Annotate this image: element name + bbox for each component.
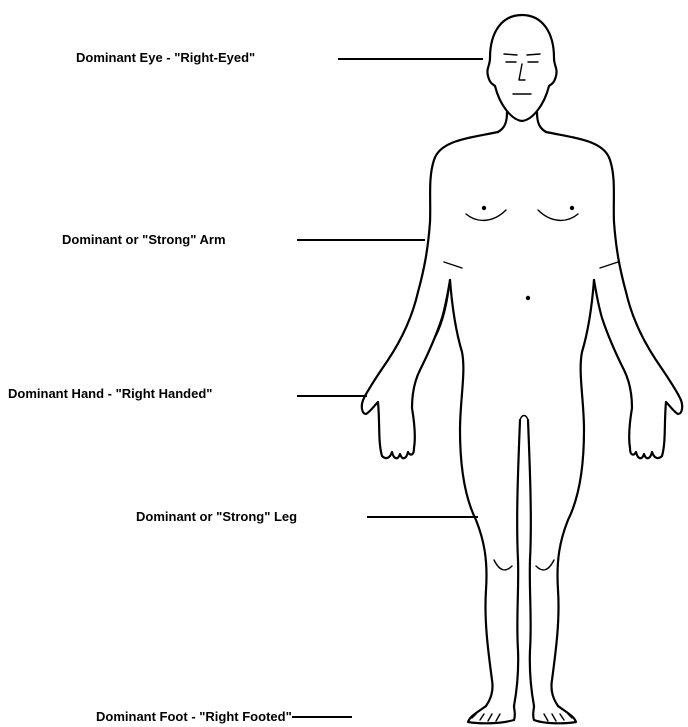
left-nipple [482,206,486,210]
right-knee [536,560,554,570]
left-pectoral [466,210,506,220]
left-torso-side [450,280,493,706]
right-brow [527,54,540,55]
right-toes [544,714,572,721]
head-outline [487,15,556,121]
right-nipple [570,206,574,210]
label-dominant-hand: Dominant Hand - "Right Handed" [8,386,212,402]
left-toes [472,714,500,721]
right-pectoral [538,210,578,220]
label-dominant-arm: Dominant or "Strong" Arm [62,232,226,248]
crotch [520,416,528,421]
inner-left-leg [514,420,520,706]
neck-left [498,112,507,132]
nose [519,64,525,80]
left-elbow-mark [444,262,462,268]
label-dominant-foot: Dominant Foot - "Right Footed" [96,709,292,725]
left-body-outline [362,132,498,458]
right-elbow-mark [600,262,618,268]
navel [526,296,530,300]
neck-right [537,112,546,132]
left-brow [504,54,517,55]
right-body-outline [546,132,682,458]
label-dominant-leg: Dominant or "Strong" Leg [136,509,297,525]
left-knee [494,560,512,570]
label-dominant-eye: Dominant Eye - "Right-Eyed" [76,50,255,66]
inner-right-leg [528,420,534,706]
right-torso-side [551,280,594,706]
